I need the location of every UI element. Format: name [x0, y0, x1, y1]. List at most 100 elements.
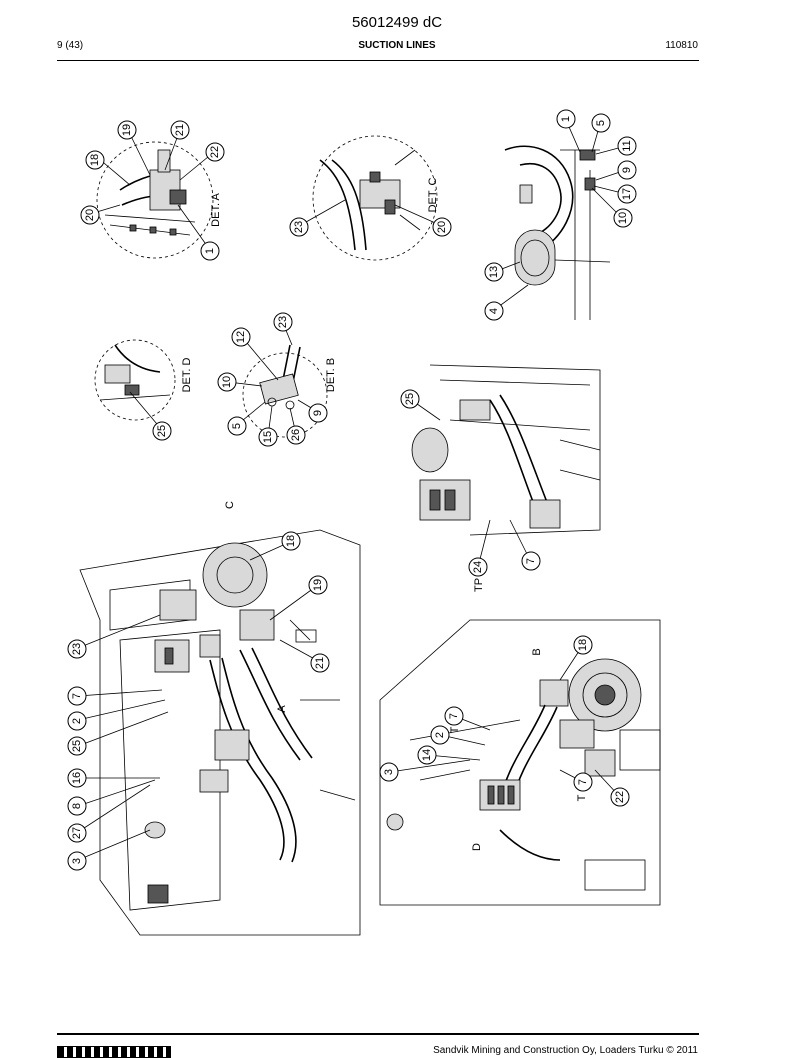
svg-text:23: 23: [71, 643, 83, 655]
main-view-right: [379, 619, 661, 906]
svg-text:25: 25: [156, 425, 168, 437]
callout-a-1: 1: [200, 241, 220, 261]
filter-assembly-view: [504, 145, 611, 320]
svg-text:5: 5: [231, 423, 243, 429]
svg-text:7: 7: [71, 693, 83, 699]
t-marker-1: T: [449, 726, 461, 733]
callout-l-3: 3: [67, 851, 87, 871]
footer-rule: [57, 1033, 699, 1035]
detail-d: [94, 339, 176, 421]
svg-text:4: 4: [488, 308, 500, 314]
callout-l-25: 25: [67, 736, 87, 756]
main-view-left: [79, 529, 361, 936]
svg-text:20: 20: [84, 209, 96, 221]
svg-text:5: 5: [595, 120, 607, 126]
svg-text:12: 12: [235, 331, 247, 343]
svg-text:22: 22: [614, 791, 626, 803]
svg-text:1: 1: [560, 116, 572, 122]
document-number: 56012499 dC: [351, 14, 443, 31]
callout-l-2: 2: [67, 711, 87, 731]
callout-r-13: 13: [484, 262, 504, 282]
svg-text:2: 2: [71, 718, 83, 724]
callout-r-10: 10: [613, 208, 633, 228]
view-a-marker: A: [276, 705, 288, 713]
callout-m-7: 7: [521, 551, 541, 571]
callout-g-7b: 7: [573, 772, 593, 792]
svg-text:18: 18: [89, 154, 101, 166]
det-d-label: DET. D: [181, 358, 193, 393]
svg-text:10: 10: [221, 376, 233, 388]
callout-b-23: 23: [273, 312, 293, 332]
svg-text:1: 1: [204, 248, 216, 254]
callout-a-19: 19: [117, 120, 137, 140]
svg-text:18: 18: [285, 535, 297, 547]
svg-text:25: 25: [71, 740, 83, 752]
svg-text:3: 3: [383, 769, 395, 775]
svg-text:20: 20: [436, 221, 448, 233]
svg-text:8: 8: [71, 803, 83, 809]
svg-text:22: 22: [209, 146, 221, 158]
callout-l-21: 21: [310, 653, 330, 673]
callout-a-20: 20: [80, 205, 100, 225]
svg-text:23: 23: [277, 316, 289, 328]
callout-r-1: 1: [556, 109, 576, 129]
svg-text:25: 25: [404, 393, 416, 405]
callout-b-26: 26: [286, 425, 306, 445]
detail-b: [242, 344, 328, 438]
view-c-marker: C: [224, 501, 236, 509]
page-indicator: 9 (43): [57, 40, 84, 51]
callout-l-18: 18: [281, 531, 301, 551]
svg-text:7: 7: [577, 779, 589, 785]
t-marker-2: T: [576, 794, 588, 801]
callout-g-14: 14: [417, 745, 437, 765]
tp-label: TP: [473, 578, 485, 592]
svg-text:14: 14: [421, 749, 433, 761]
callout-l-19: 19: [308, 575, 328, 595]
svg-text:21: 21: [314, 657, 326, 669]
callout-r-4: 4: [484, 301, 504, 321]
header-rule: [57, 60, 699, 61]
det-a-label: DET. A: [210, 193, 222, 227]
callout-g-3: 3: [379, 762, 399, 782]
callout-d-25: 25: [152, 421, 172, 441]
callout-b-9: 9: [308, 403, 328, 423]
svg-text:7: 7: [448, 713, 460, 719]
callout-m-24: 24: [468, 557, 488, 577]
callout-c-20: 20: [432, 217, 452, 237]
svg-text:7: 7: [525, 558, 537, 564]
brand-logo: [57, 1046, 171, 1058]
callout-g-18: 18: [573, 635, 593, 655]
valve-block-view: [411, 364, 601, 536]
view-b-marker: B: [531, 648, 543, 655]
callout-a-21: 21: [170, 120, 190, 140]
svg-text:11: 11: [621, 140, 633, 151]
svg-text:9: 9: [312, 410, 324, 416]
svg-text:19: 19: [121, 124, 133, 136]
det-c-label: DET. C: [427, 178, 439, 213]
callout-b-12: 12: [231, 327, 251, 347]
callout-g-7a: 7: [444, 706, 464, 726]
svg-text:24: 24: [472, 561, 484, 573]
detail-a: [96, 141, 214, 259]
svg-text:18: 18: [577, 639, 589, 651]
svg-text:2: 2: [434, 732, 446, 738]
callout-b-10: 10: [217, 372, 237, 392]
callout-l-27: 27: [67, 823, 87, 843]
svg-text:17: 17: [621, 188, 633, 200]
callout-a-22: 22: [205, 142, 225, 162]
callout-r-9: 9: [617, 160, 637, 180]
svg-text:27: 27: [71, 827, 83, 839]
view-d-marker: D: [471, 843, 483, 851]
svg-text:3: 3: [71, 858, 83, 864]
svg-text:19: 19: [312, 579, 324, 591]
callout-c-23: 23: [289, 217, 309, 237]
svg-text:15: 15: [262, 431, 274, 443]
section-title: SUCTION LINES: [358, 40, 436, 51]
callout-l-8: 8: [67, 796, 87, 816]
copyright-notice: Sandvik Mining and Construction Oy, Load…: [433, 1045, 698, 1056]
svg-text:9: 9: [621, 167, 633, 173]
callout-l-23: 23: [67, 639, 87, 659]
svg-text:21: 21: [174, 124, 186, 136]
callout-l-7: 7: [67, 686, 87, 706]
